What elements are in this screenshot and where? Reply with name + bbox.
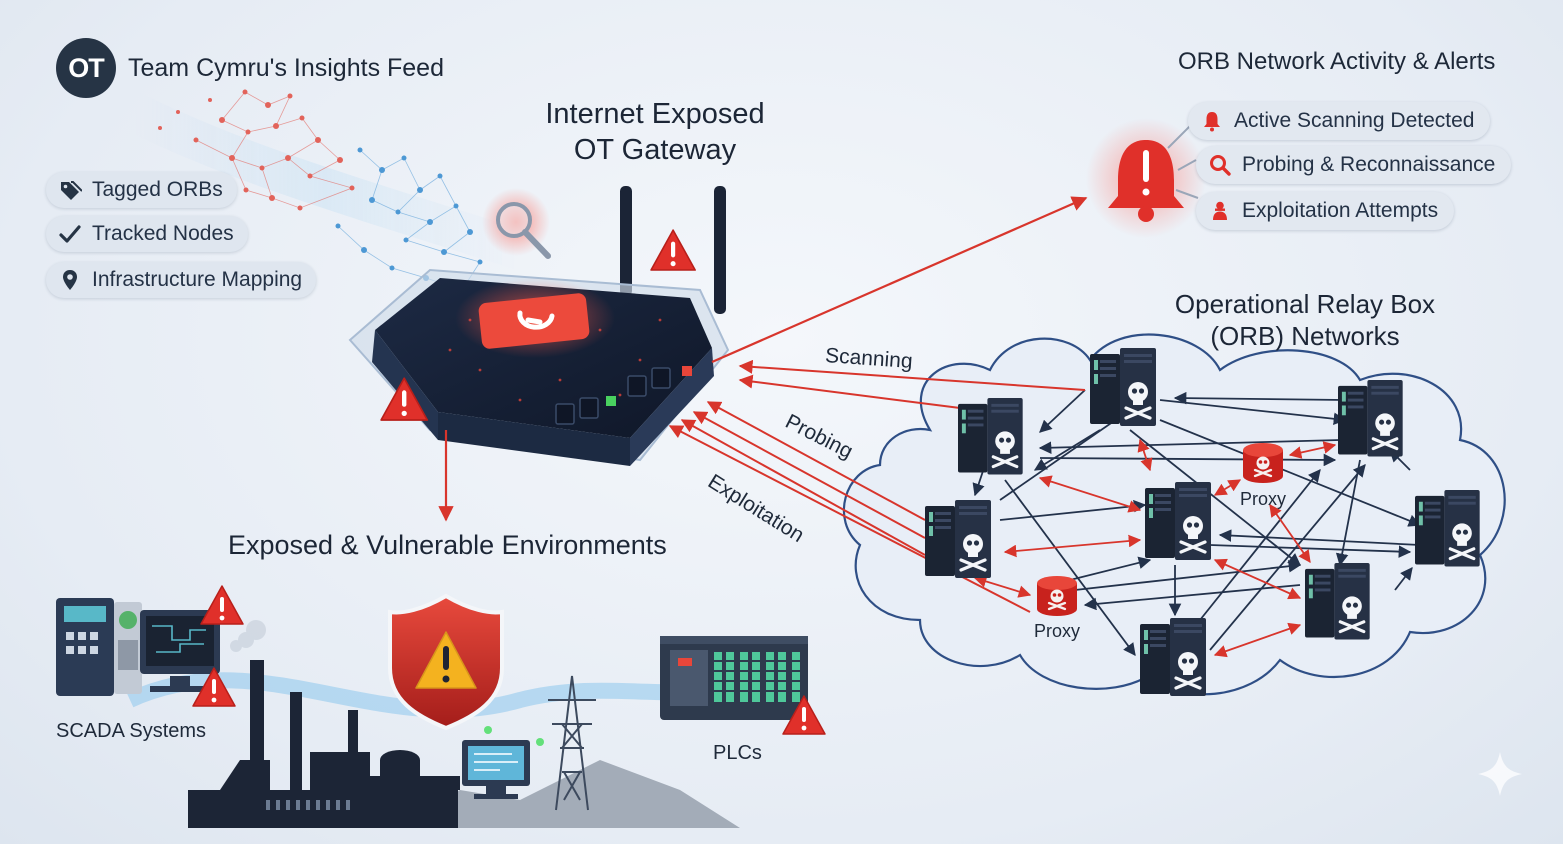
orb-server-node (956, 396, 1025, 477)
scada-systems-label: SCADA Systems (56, 720, 207, 742)
proxy-label: Proxy (1240, 489, 1287, 509)
ot-gateway-router (348, 186, 730, 466)
brand-title: Team Cymru's Insights Feed (128, 53, 444, 82)
alert-item-label: Exploitation Attempts (1242, 199, 1439, 222)
orb-networks-title: Operational Relay Box (ORB) Networks (1150, 288, 1460, 352)
alert-item-active-scanning: Active Scanning Detected (1188, 102, 1491, 140)
feed-tag-label: Tracked Nodes (92, 222, 234, 245)
sparkle-icon (1478, 752, 1522, 796)
plc-rack (660, 636, 808, 720)
brand-logo-badge: OT (56, 38, 116, 98)
orb-server-node (1336, 378, 1405, 459)
alert-item-label: Active Scanning Detected (1234, 109, 1475, 132)
orb-title-line1: Operational Relay Box (1174, 289, 1436, 319)
feed-tag-label: Infrastructure Mapping (92, 268, 303, 291)
location-pin-icon (63, 270, 77, 290)
orb-server-node (923, 498, 993, 580)
feed-tag-label: Tagged ORBs (92, 178, 223, 201)
scada-console (56, 598, 220, 696)
gateway-warning-icon-right (650, 229, 696, 271)
alert-item-exploitation: Exploitation Attempts (1196, 192, 1455, 230)
bell-icon (1204, 112, 1220, 132)
feed-tag-tracked-nodes: Tracked Nodes (46, 216, 248, 252)
power-tower-icon (548, 675, 596, 811)
proxy-label: Proxy (1034, 621, 1081, 641)
shield-warning-icon (388, 593, 504, 731)
orb-server-node (1088, 346, 1158, 428)
environments-title: Exposed & Vulnerable Environments (228, 530, 667, 560)
proxy-node-icon (1241, 441, 1285, 485)
scada-warning-icon (200, 585, 244, 625)
attacker-icon (1213, 201, 1227, 220)
attack-flows (668, 359, 1086, 613)
gateway-title-line1: Internet Exposed (545, 98, 765, 130)
alert-item-probing: Probing & Reconnaissance (1196, 146, 1512, 184)
feed-tag-infrastructure-mapping: Infrastructure Mapping (46, 262, 317, 298)
alerts-heading: ORB Network Activity & Alerts (1178, 48, 1496, 75)
alert-bell-icon (1086, 118, 1206, 238)
gateway-title: Internet Exposed OT Gateway (520, 96, 790, 168)
orb-title-line2: (ORB) Networks (1210, 321, 1400, 351)
orb-server-node (1143, 480, 1213, 562)
orb-server-node (1303, 561, 1372, 642)
gateway-title-line2: OT Gateway (573, 134, 737, 166)
magnifier-icon (1210, 155, 1231, 176)
proxy-node-icon (1035, 574, 1079, 618)
magnifier-icon (482, 188, 551, 259)
checkmark-icon (59, 225, 81, 243)
orb-server-node (1138, 616, 1208, 698)
orb-server-node (1413, 488, 1482, 569)
plcs-label: PLCs (713, 742, 762, 764)
workstation-monitor-icon (462, 740, 530, 799)
gateway-to-alerts-arrow (711, 196, 1088, 364)
tag-icon (61, 181, 82, 200)
feed-tag-tagged-orbs: Tagged ORBs (46, 172, 237, 208)
alert-item-label: Probing & Reconnaissance (1242, 153, 1496, 176)
brand-header: OT Team Cymru's Insights Feed (56, 38, 444, 98)
orb-links (972, 389, 1422, 658)
